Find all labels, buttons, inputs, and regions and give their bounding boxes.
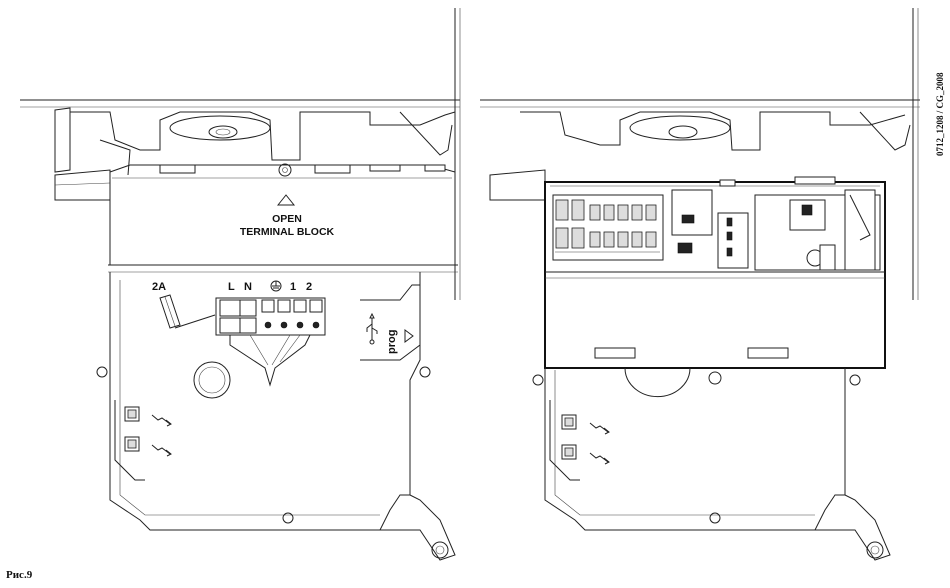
terminal-label-2: 2 — [306, 281, 312, 293]
open-label: OPEN — [272, 213, 302, 225]
terminal-label-n: N — [244, 281, 252, 293]
led-panel — [114, 400, 172, 481]
led-icon — [151, 414, 172, 427]
pcb — [671, 189, 881, 271]
open-terminal-strip — [552, 194, 664, 261]
prog-label: prog — [386, 330, 398, 354]
fuse-label: 2A — [152, 281, 166, 293]
terminal-block-label: TERMINAL BLOCK — [240, 226, 335, 238]
right-unit — [480, 8, 920, 561]
terminal-label-l: L — [228, 281, 235, 293]
left-unit: OPEN TERMINAL BLOCK prog 2A — [20, 8, 461, 561]
arrow-up-icon — [276, 194, 296, 206]
terminal-block: L N 1 2 — [215, 280, 326, 387]
figure-caption: Рис.9 — [6, 569, 33, 581]
terminal-label-1: 1 — [290, 281, 296, 293]
usb-icon — [366, 312, 378, 345]
fuse — [159, 294, 216, 329]
figure-code: 0712_1208 / CG_2008 — [935, 72, 945, 156]
arrow-right-icon — [404, 329, 414, 343]
ground-symbol — [270, 280, 282, 292]
